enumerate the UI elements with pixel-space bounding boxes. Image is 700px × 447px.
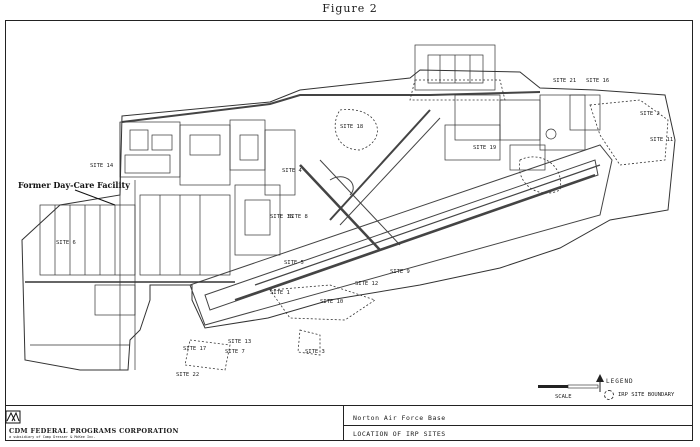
company-name: CDM FEDERAL PROGRAMS CORPORATION: [9, 427, 179, 435]
dashed-circle-icon: [604, 390, 614, 400]
base-boundary: [21, 69, 676, 371]
buildings-east: [414, 44, 601, 171]
site-label-6: SITE 6: [56, 240, 76, 246]
callout-leader: [74, 189, 116, 206]
site-label-17: SITE 17: [183, 346, 206, 352]
main-road: [121, 91, 541, 123]
scale-label: SCALE: [555, 394, 572, 400]
day-care-callout: Former Day-Care Facility: [18, 180, 130, 190]
site-label-12: SITE 12: [355, 281, 378, 287]
cdm-logo-icon: [5, 410, 21, 424]
title-block-divider: [343, 406, 344, 441]
legend-item-label: IRP SITE BOUNDARY: [618, 392, 675, 398]
site-label-15: SITE 15: [270, 214, 293, 220]
site-label-22: SITE 22: [176, 372, 199, 378]
site-label-4: SITE 4: [282, 168, 303, 174]
site-label-19: SITE 19: [473, 145, 496, 151]
airfield: [189, 109, 613, 326]
site-label-11: SITE 11: [650, 137, 673, 143]
title-block-rule: [343, 425, 693, 426]
site-label-5: SITE 5: [284, 260, 304, 266]
site-label-3: SITE 3: [305, 349, 325, 355]
site-label-14: SITE 14: [90, 163, 114, 169]
site-label-1: SITE 1: [270, 290, 290, 296]
legend-title: LEGEND: [606, 378, 634, 385]
site-label-13: SITE 13: [228, 339, 251, 345]
site-label-10: SITE 10: [320, 299, 343, 305]
legend-item: IRP SITE BOUNDARY: [604, 390, 674, 400]
buildings-west: [25, 119, 296, 370]
map-title: LOCATION OF IRP SITES: [353, 430, 446, 438]
scale-bar: SCALE: [538, 384, 599, 400]
map-frame: [5, 20, 693, 441]
site-label-21: SITE 21: [553, 78, 576, 84]
site-label-9: SITE 9: [390, 269, 410, 275]
title-block: CDM FEDERAL PROGRAMS CORPORATION a subsi…: [5, 405, 693, 441]
site-label-16: SITE 16: [586, 78, 609, 84]
base-name: Norton Air Force Base: [353, 414, 446, 422]
site-label-2: SITE 2: [640, 111, 660, 117]
site-label-18: SITE 18: [340, 124, 363, 130]
site-label-8: SITE 8: [288, 214, 308, 220]
north-arrow-icon: [596, 374, 604, 392]
company-subtitle: a subsidiary of Camp Dresser & McKee Inc…: [9, 435, 96, 439]
figure-title: Figure 2: [322, 2, 378, 15]
site-label-7: SITE 7: [225, 349, 245, 355]
irp-boundaries: [184, 79, 669, 371]
site-labels: SITE 21 SITE 16 SITE 2 SITE 11 SITE 18 S…: [56, 78, 673, 378]
